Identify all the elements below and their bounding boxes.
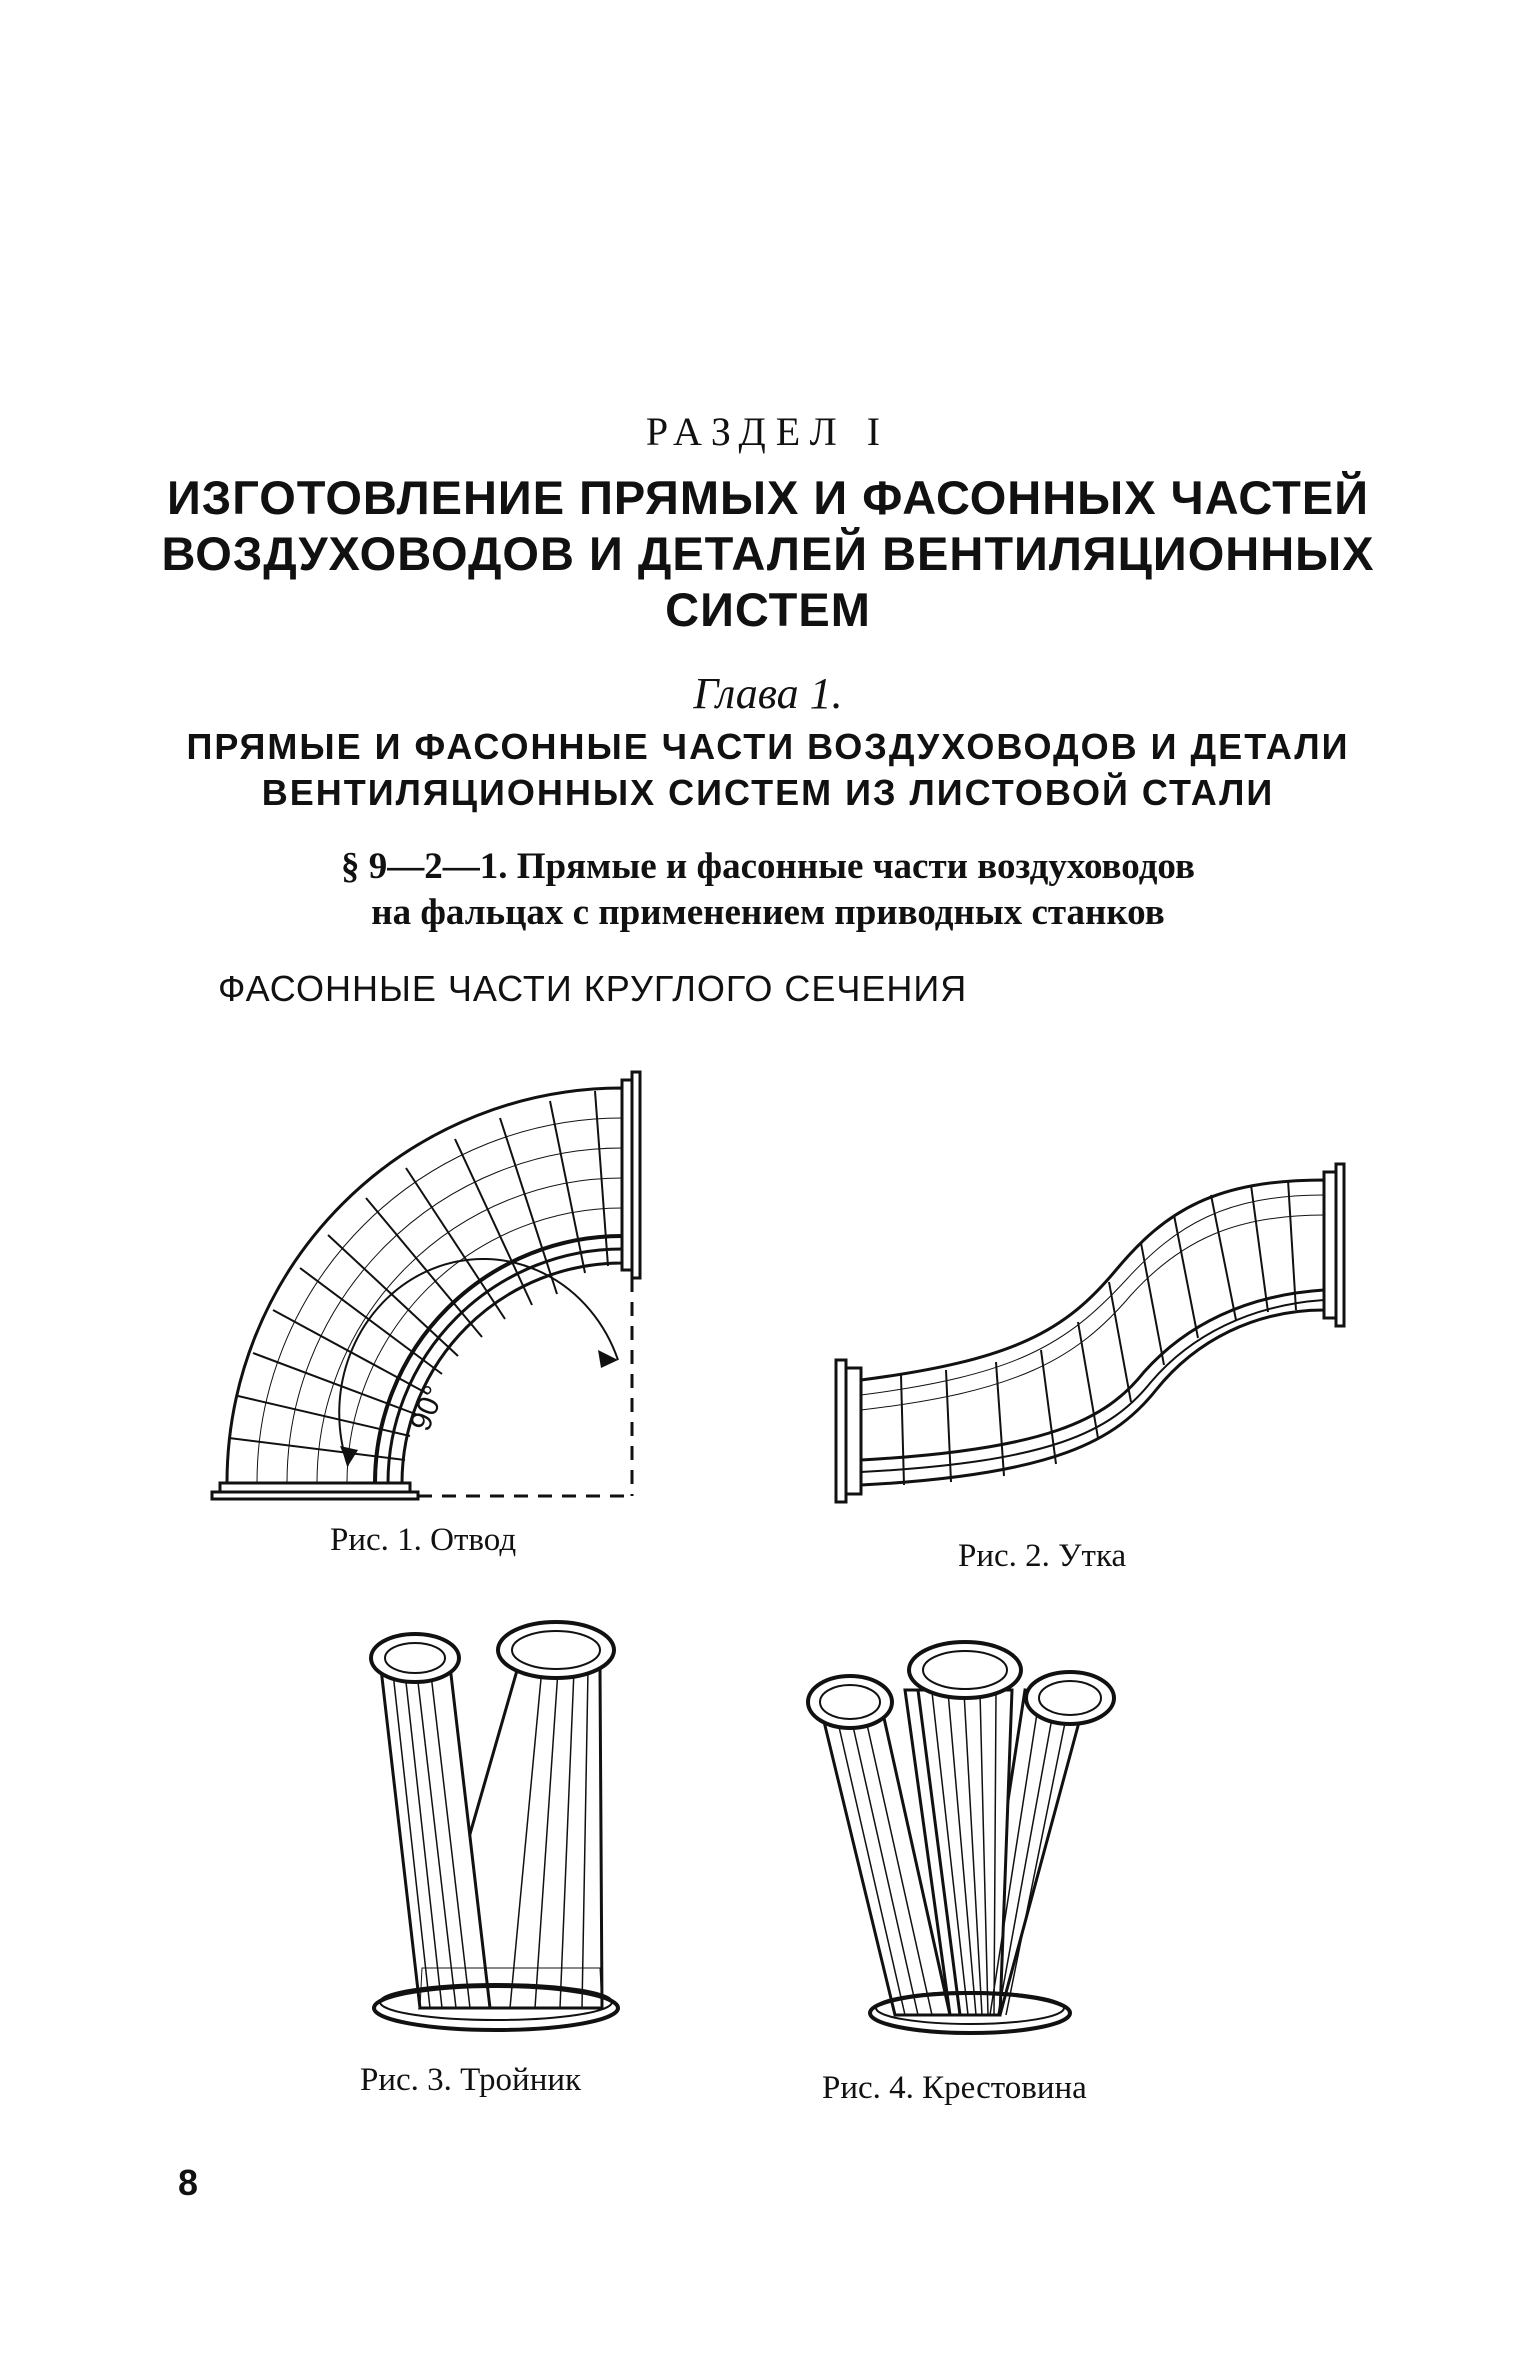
figure-cross [800,1630,1130,2040]
chapter-title-line-1: ПРЯМЫЕ И ФАСОННЫЕ ЧАСТИ ВОЗДУХОВОДОВ И Д… [186,726,1350,767]
part-title-line-3: СИСТЕМ [665,583,871,636]
elbow-illustration [212,1072,640,1499]
subsection-title: ФАСОННЫЕ ЧАСТИ КРУГЛОГО СЕЧЕНИЯ [218,968,968,1009]
paragraph-title-line-1: § 9—2—1. Прямые и фасонные части воздухо… [341,846,1195,887]
section-label: РАЗДЕЛ I [645,409,891,454]
figure-1-caption: Рис. 1. Отвод [330,1522,517,1558]
part-title-line-1: ИЗГОТОВЛЕНИЕ ПРЯМЫХ И ФАСОННЫХ ЧАСТЕЙ [166,471,1370,524]
figure-3-caption: Рис. 3. Тройник [360,2062,582,2098]
paragraph-title: § 9—2—1. Прямые и фасонные части воздухо… [0,844,1536,936]
offset-illustration [836,1164,1344,1502]
figure-tee [360,1598,630,2038]
chapter-title-line-2: ВЕНТИЛЯЦИОННЫХ СИСТЕМ ИЗ ЛИСТОВОЙ СТАЛИ [261,772,1275,813]
tee-illustration [371,1622,618,2030]
figure-elbow: 90° [200,1048,670,1508]
paragraph-title-line-2: на фальцах с применением приводных станк… [371,892,1165,933]
figure-2-caption: Рис. 2. Утка [958,1538,1127,1574]
figure-offset [826,1160,1336,1520]
figure-4-caption: Рис. 4. Крестовина [822,2070,1087,2106]
cross-illustration [808,1642,1114,2033]
part-title: ИЗГОТОВЛЕНИЕ ПРЯМЫХ И ФАСОННЫХ ЧАСТЕЙ ВО… [0,470,1536,638]
chapter-label: Глава 1. [693,669,843,718]
part-title-line-2: ВОЗДУХОВОДОВ И ДЕТАЛЕЙ ВЕНТИЛЯЦИОННЫХ [161,527,1375,580]
chapter-title: ПРЯМЫЕ И ФАСОННЫЕ ЧАСТИ ВОЗДУХОВОДОВ И Д… [0,724,1536,816]
page-number: 8 [178,2162,199,2203]
